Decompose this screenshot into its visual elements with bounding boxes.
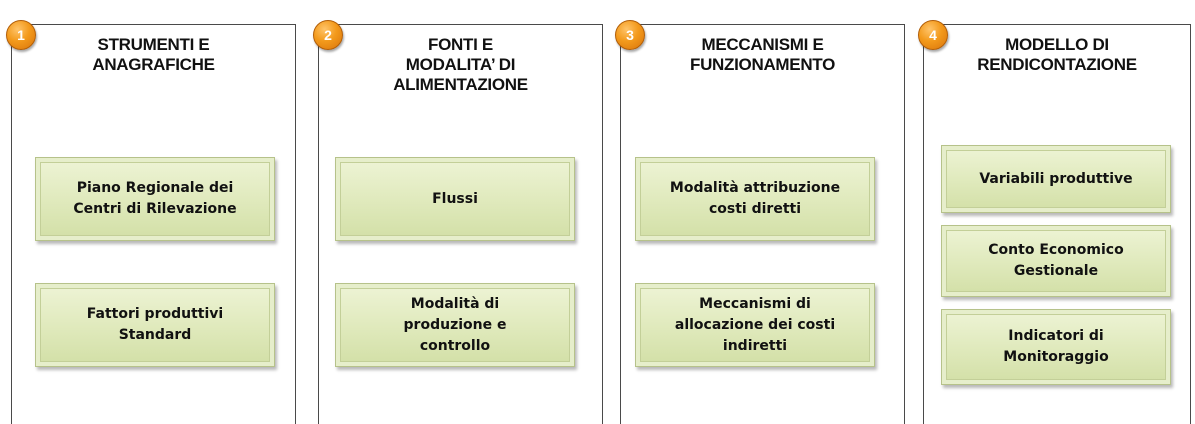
column-strumenti-anagrafiche: STRUMENTI E ANAGRAFICHE Piano Regionale … bbox=[11, 24, 296, 424]
column-meccanismi-funzionamento: MECCANISMI E FUNZIONAMENTO Modalità attr… bbox=[620, 24, 905, 424]
column-title: FONTI E MODALITA’ DI ALIMENTAZIONE bbox=[393, 35, 528, 94]
column-title: MECCANISMI E FUNZIONAMENTO bbox=[690, 35, 835, 74]
fattori-produttivi-button[interactable]: Fattori produttivi Standard bbox=[35, 283, 275, 367]
step-4-badge-icon: 4 bbox=[918, 20, 948, 50]
column-modello-rendicontazione: MODELLO DI RENDICONTAZIONE Variabili pro… bbox=[923, 24, 1191, 424]
step-3-badge-icon: 3 bbox=[615, 20, 645, 50]
step-2-badge-icon: 2 bbox=[313, 20, 343, 50]
step-1-badge-icon: 1 bbox=[6, 20, 36, 50]
column-title: MODELLO DI RENDICONTAZIONE bbox=[977, 35, 1137, 74]
indicatori-monitoraggio-button[interactable]: Indicatori di Monitoraggio bbox=[941, 309, 1171, 385]
conto-economico-button[interactable]: Conto Economico Gestionale bbox=[941, 225, 1171, 297]
column-fonti-alimentazione: FONTI E MODALITA’ DI ALIMENTAZIONE Fluss… bbox=[318, 24, 603, 424]
variabili-produttive-button[interactable]: Variabili produttive bbox=[941, 145, 1171, 213]
attribuzione-costi-button[interactable]: Modalità attribuzione costi diretti bbox=[635, 157, 875, 241]
allocazione-costi-button[interactable]: Meccanismi di allocazione dei costi indi… bbox=[635, 283, 875, 367]
column-title: STRUMENTI E ANAGRAFICHE bbox=[92, 35, 215, 74]
piano-regionale-button[interactable]: Piano Regionale dei Centri di Rilevazion… bbox=[35, 157, 275, 241]
flussi-button[interactable]: Flussi bbox=[335, 157, 575, 241]
modalita-produzione-button[interactable]: Modalità di produzione e controllo bbox=[335, 283, 575, 367]
